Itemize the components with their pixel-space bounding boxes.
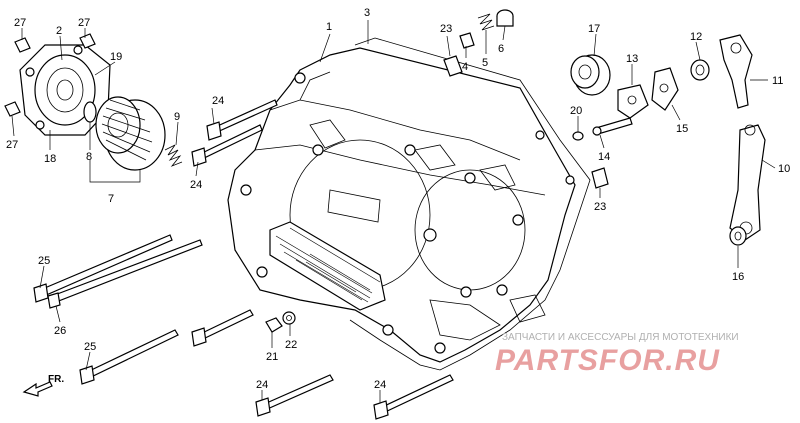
dowel-pin-lower bbox=[591, 167, 609, 189]
washer-20 bbox=[572, 131, 584, 141]
callout-4: 4 bbox=[462, 61, 468, 73]
cam-15 bbox=[651, 67, 679, 111]
callout-1: 1 bbox=[326, 21, 332, 33]
callout-21: 21 bbox=[266, 351, 278, 363]
front-direction-arrow: FR. bbox=[22, 374, 64, 397]
bearing bbox=[570, 54, 611, 96]
callout-7: 7 bbox=[108, 193, 114, 205]
callout-22: 22 bbox=[285, 339, 297, 351]
callout-17: 17 bbox=[588, 23, 600, 35]
callout-11: 11 bbox=[772, 75, 783, 87]
spring-small bbox=[477, 13, 495, 31]
callout-26: 26 bbox=[54, 325, 66, 337]
o-ring bbox=[83, 101, 97, 123]
callout-27: 27 bbox=[78, 17, 90, 29]
callout-2: 2 bbox=[56, 25, 62, 37]
callout-24: 24 bbox=[212, 95, 224, 107]
callout-8: 8 bbox=[86, 151, 92, 163]
crankcase-cover bbox=[227, 37, 591, 371]
leader-lines bbox=[11, 20, 776, 403]
pedal-arm-10 bbox=[729, 124, 766, 241]
oil-filter-element bbox=[95, 96, 166, 171]
callout-24: 24 bbox=[190, 179, 202, 191]
dowel-pin-upper bbox=[443, 55, 463, 77]
callout-9: 9 bbox=[174, 111, 180, 123]
callout-25: 25 bbox=[38, 255, 50, 267]
watermark-caption: ЗАПЧАСТИ И АКСЕССУАРЫ ДЛЯ МОТОТЕХНИКИ bbox=[502, 332, 739, 343]
plug-bolt bbox=[459, 32, 475, 49]
washer-16 bbox=[729, 226, 747, 246]
callout-6: 6 bbox=[498, 43, 504, 55]
direction-label: FR. bbox=[48, 374, 64, 385]
callout-24: 24 bbox=[256, 379, 268, 391]
arm-13 bbox=[617, 84, 649, 119]
callout-12: 12 bbox=[690, 31, 702, 43]
spring-12 bbox=[690, 59, 710, 81]
watermark-logo: PARTSFOR.RU bbox=[495, 344, 720, 377]
lever-11 bbox=[719, 34, 753, 109]
callout-3: 3 bbox=[364, 7, 370, 19]
callout-20: 20 bbox=[570, 105, 582, 117]
shaft-14 bbox=[592, 117, 633, 136]
callout-16: 16 bbox=[732, 271, 744, 283]
callout-18: 18 bbox=[44, 153, 56, 165]
nut-washer bbox=[265, 311, 296, 333]
callout-13: 13 bbox=[626, 53, 638, 65]
callout-10: 10 bbox=[778, 163, 790, 175]
callout-27: 27 bbox=[14, 17, 26, 29]
callout-24: 24 bbox=[374, 379, 386, 391]
callout-15: 15 bbox=[676, 123, 688, 135]
callout-19: 19 bbox=[110, 51, 122, 63]
cap-plug bbox=[496, 9, 514, 27]
callout-14: 14 bbox=[598, 151, 610, 163]
callout-23: 23 bbox=[594, 201, 606, 213]
cover-bolts bbox=[4, 33, 96, 117]
vent-hatch bbox=[269, 221, 386, 311]
long-bolts bbox=[33, 99, 454, 420]
callout-5: 5 bbox=[482, 57, 488, 69]
spring bbox=[164, 144, 183, 167]
watermark: ЗАПЧАСТИ И АКСЕССУАРЫ ДЛЯ МОТОТЕХНИКИ PA… bbox=[495, 332, 739, 377]
callout-23: 23 bbox=[440, 23, 452, 35]
callout-25: 25 bbox=[84, 341, 96, 353]
callouts: 27 2 27 19 27 18 8 9 7 24 24 1 3 23 4 5 … bbox=[6, 7, 790, 391]
callout-27: 27 bbox=[6, 139, 18, 151]
